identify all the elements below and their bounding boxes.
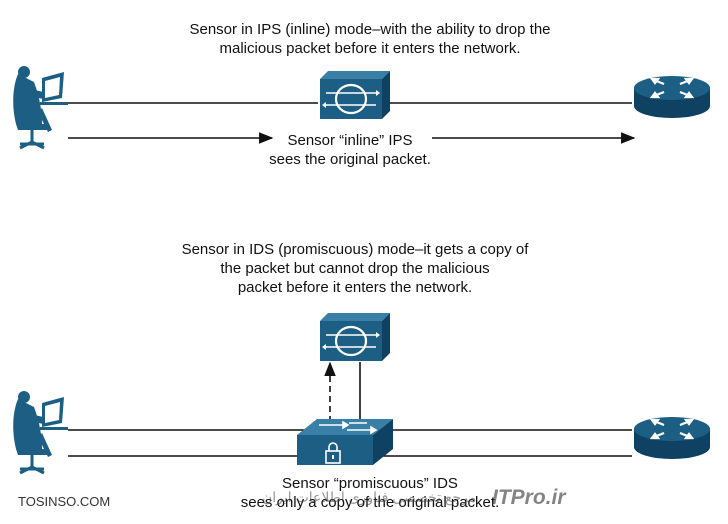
ids-flow-label-line-2: sees only a copy of the original packet. — [240, 494, 500, 511]
ips-flow-label-line-2: sees the original packet. — [269, 151, 431, 168]
switch-icon — [297, 419, 393, 465]
ips-sensor-icon — [318, 69, 392, 121]
ips-caption-line-1: Sensor in IPS (inline) mode–with the abi… — [189, 21, 551, 38]
router-icon — [632, 415, 712, 461]
ids-caption-line-3: packet before it enters the network. — [237, 279, 473, 296]
ips-caption: Sensor in IPS (inline) mode–with the abi… — [110, 20, 630, 58]
user-at-laptop-icon — [11, 389, 70, 475]
ids-caption-line-2: the packet but cannot drop the malicious — [220, 260, 490, 277]
router-icon — [632, 74, 712, 120]
watermark-left: TOSINSO.COM — [18, 494, 111, 509]
watermark-center: مرجع تخصصی فناوری اطلاعات ایران — [262, 489, 477, 505]
user-at-laptop-icon — [11, 64, 70, 150]
ips-flow-label: Sensor “inline” IPS sees the original pa… — [240, 131, 460, 169]
lock-icon — [325, 442, 341, 464]
watermark-right: ITPro.ir — [492, 486, 566, 509]
ips-flow-label-line-1: Sensor “inline” IPS — [287, 132, 413, 149]
ids-flow-label-line-1: Sensor “promiscuous” IDS — [282, 475, 458, 492]
ids-sensor-icon — [318, 311, 392, 363]
ids-flow-label: Sensor “promiscuous” IDS sees only a cop… — [190, 474, 550, 512]
ids-caption: Sensor in IDS (promiscuous) mode–it gets… — [140, 240, 570, 297]
ids-caption-line-1: Sensor in IDS (promiscuous) mode–it gets… — [181, 241, 529, 258]
ips-caption-line-2: malicious packet before it enters the ne… — [219, 40, 521, 57]
